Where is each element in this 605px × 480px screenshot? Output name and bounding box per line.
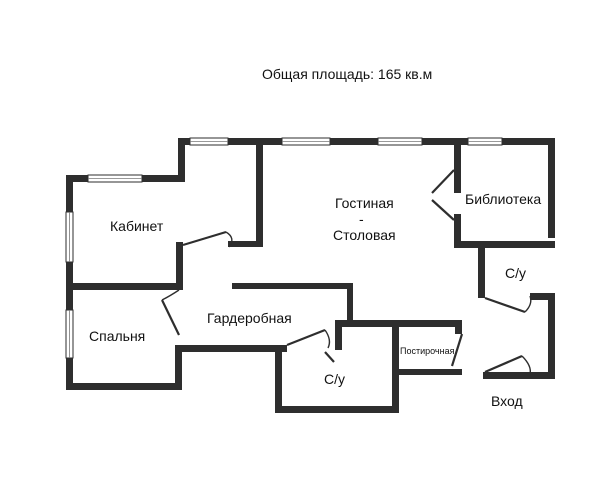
room-living-label-2: Столовая xyxy=(333,227,396,243)
room-laundry-label: Постирочная xyxy=(400,346,455,356)
room-bathroom-bottom-label: С/у xyxy=(324,371,345,387)
total-area-label: Общая площадь: 165 кв.м xyxy=(262,66,432,82)
room-office-label: Кабинет xyxy=(110,218,164,234)
doors xyxy=(161,169,532,375)
room-library-label: Библиотека xyxy=(465,191,541,207)
room-bedroom-label: Спальня xyxy=(89,328,145,344)
windows xyxy=(65,137,503,359)
room-living-label-1: Гостиная xyxy=(335,195,394,211)
room-bathroom-right-label: С/у xyxy=(505,265,526,281)
room-labels: Гостиная - Столовая Библиотека Кабинет С… xyxy=(89,191,541,409)
room-wardrobe-label: Гардеробная xyxy=(207,310,292,326)
room-entrance-label: Вход xyxy=(491,393,523,409)
room-living-dash: - xyxy=(359,211,364,227)
